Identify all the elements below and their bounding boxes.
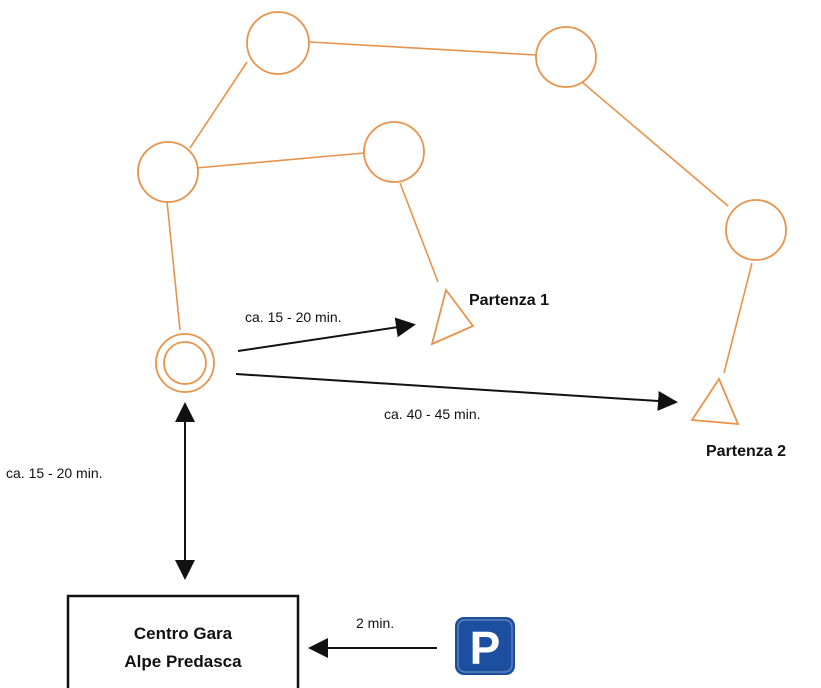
course-leg — [195, 152, 365, 169]
event-center-location: Alpe Predasca — [124, 652, 242, 671]
time-to-start-2-label: ca. 40 - 45 min. — [384, 406, 481, 422]
control-point-icon — [725, 199, 787, 261]
arrow-to-start-1 — [237, 317, 416, 352]
course-leg — [399, 182, 439, 283]
course-leg — [581, 81, 729, 207]
event-center-box: Centro Gara Alpe Predasca — [66, 594, 300, 688]
parking-symbol: P — [470, 622, 501, 674]
start-2-triangle-icon — [690, 377, 740, 426]
control-point-icon — [246, 11, 310, 75]
finish-inner-ring — [163, 341, 207, 385]
arrow-to-start-2 — [235, 373, 678, 411]
time-to-start-1-label: ca. 15 - 20 min. — [245, 309, 342, 325]
course-leg — [723, 262, 753, 374]
control-point-icon — [137, 141, 199, 203]
course-leg — [166, 200, 181, 331]
control-point-icon — [363, 121, 425, 183]
parking-icon: P — [455, 617, 515, 675]
course-leg — [189, 61, 248, 149]
parking-time-label: 2 min. — [356, 615, 394, 631]
control-point-icon — [535, 26, 597, 88]
event-center-name: Centro Gara — [134, 624, 233, 643]
start-1-label: Partenza 1 — [469, 292, 549, 309]
start-2-label: Partenza 2 — [706, 443, 786, 460]
course-leg — [309, 41, 537, 56]
time-to-center-label: ca. 15 - 20 min. — [6, 465, 103, 481]
start-1-triangle-icon — [430, 287, 475, 346]
